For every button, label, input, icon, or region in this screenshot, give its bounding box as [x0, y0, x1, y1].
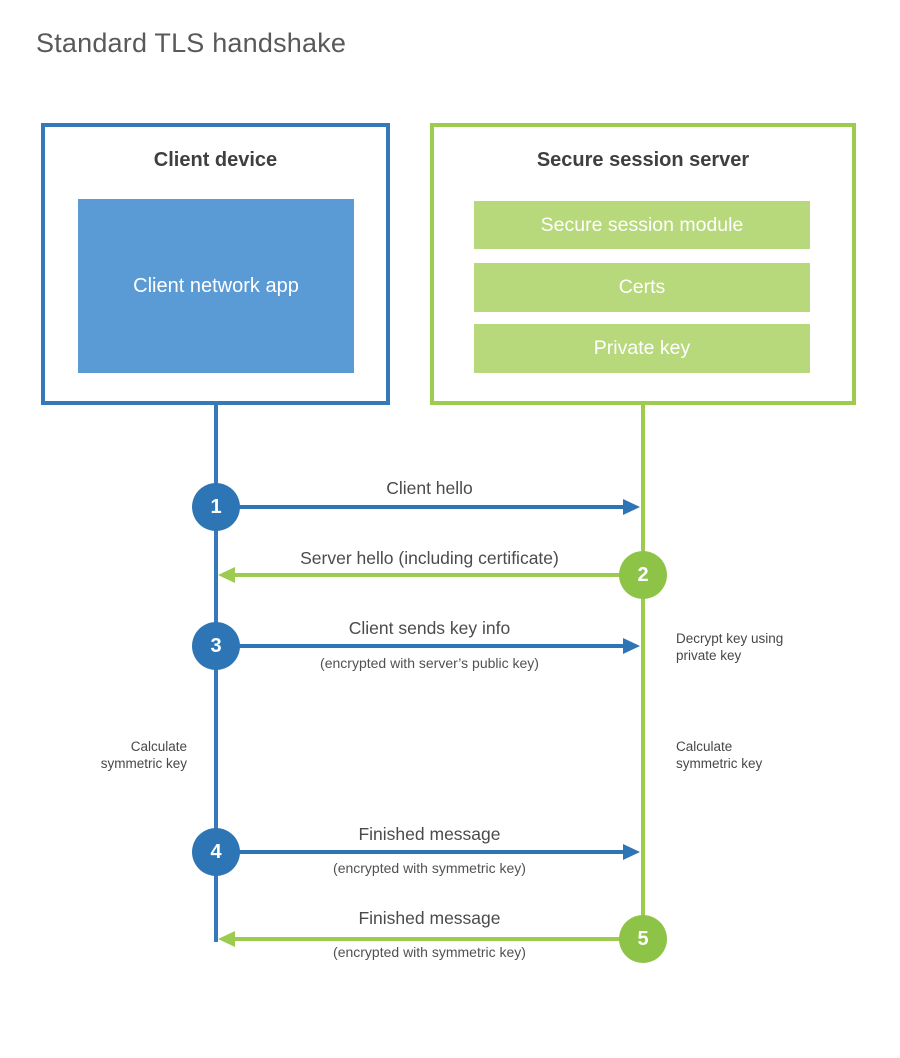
calculate-symmetric-key-note-server: Calculate symmetric key	[676, 739, 763, 771]
server-module-bar: Private key	[474, 324, 810, 373]
step-2-badge: 2	[619, 551, 667, 599]
step-5-badge: 5	[619, 915, 667, 963]
step-3-sublabel: (encrypted with server’s public key)	[320, 655, 539, 671]
step-4-sublabel: (encrypted with symmetric key)	[333, 860, 526, 876]
step-5-label: Finished message	[358, 908, 501, 928]
step-4-arrowhead-icon	[623, 844, 640, 860]
step-2-arrowhead-icon	[218, 567, 235, 583]
client-network-app-label: Client network app	[133, 274, 299, 297]
step-2-number: 2	[637, 563, 649, 586]
step-4-label: Finished message	[358, 824, 501, 844]
step-5-arrowhead-icon	[218, 931, 235, 947]
step-3-arrowhead-icon	[623, 638, 640, 654]
step-5-sublabel: (encrypted with symmetric key)	[333, 944, 526, 960]
step-3-badge: 3	[192, 622, 240, 670]
secure-session-server-title: Secure session server	[536, 149, 750, 171]
server-module-bar: Certs	[474, 263, 810, 312]
step-4-badge: 4	[192, 828, 240, 876]
client-device-title: Client device	[153, 149, 278, 171]
client-network-app-box: Client network app	[78, 199, 354, 373]
secure-session-server-box: Secure session server Secure session mod…	[430, 123, 856, 405]
client-device-box: Client device Client network app	[41, 123, 390, 405]
step-5-arrow	[235, 937, 643, 941]
step-4-arrow	[216, 850, 623, 854]
step-1-badge: 1	[192, 483, 240, 531]
step-2-label: Server hello (including certificate)	[300, 548, 559, 568]
step-1-label: Client hello	[386, 478, 473, 498]
page-title: Standard TLS handshake	[36, 28, 347, 58]
step-5-number: 5	[637, 927, 649, 950]
server-module-bar: Secure session module	[474, 201, 810, 249]
step-1-arrowhead-icon	[623, 499, 640, 515]
step-3-number: 3	[210, 634, 222, 657]
step-3-arrow	[216, 644, 623, 648]
step-3-label: Client sends key info	[348, 618, 511, 638]
server-lifeline	[641, 405, 645, 940]
step-2-arrow	[235, 573, 643, 577]
step-1-number: 1	[210, 495, 222, 518]
client-lifeline	[214, 405, 218, 942]
step-4-number: 4	[210, 840, 222, 863]
step-1-arrow	[216, 505, 623, 509]
calculate-symmetric-key-note-client: Calculate symmetric key	[100, 739, 187, 771]
decrypt-key-note: Decrypt key using private key	[676, 631, 784, 663]
